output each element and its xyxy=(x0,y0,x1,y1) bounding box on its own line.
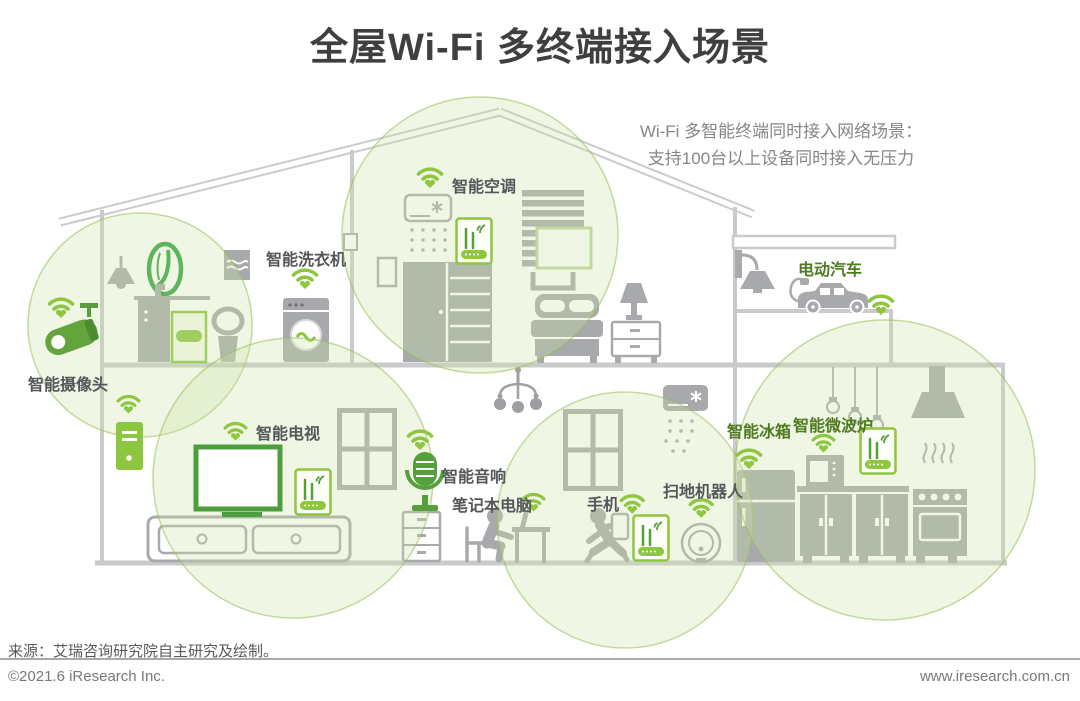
microwave-icon xyxy=(806,455,844,488)
stove-icon xyxy=(913,489,967,563)
footer-divider xyxy=(0,658,1080,660)
smart-tv-icon xyxy=(193,444,283,517)
iresearch-logo xyxy=(146,241,184,297)
chandelier-icon xyxy=(494,367,542,413)
smart-camera-icon xyxy=(45,303,99,356)
wifi-icon xyxy=(291,268,319,291)
smart-speaker-icon xyxy=(405,452,445,511)
light-switch-icon xyxy=(343,233,358,251)
phone-icon xyxy=(610,512,630,541)
router-icon xyxy=(294,468,332,516)
label-smart-camera: 智能摄像头 xyxy=(28,377,109,394)
page-title: 全屋Wi-Fi 多终端接入场景 xyxy=(309,27,771,69)
range-hood-icon xyxy=(911,366,965,464)
kitchen-cabinets-icon xyxy=(797,486,909,563)
annotation: Wi-Fi 多智能终端同时接入网络场景： 支持100台以上设备同时接入无压力 xyxy=(622,118,940,172)
sink-icon xyxy=(134,284,210,364)
source-note: 来源：艾瑞咨询研究院自主研究及绘制。 xyxy=(8,643,279,660)
electric-car-icon xyxy=(789,277,868,315)
annotation-line1: Wi-Fi 多智能终端同时接入网络场景： xyxy=(639,122,923,141)
nightstand-icon xyxy=(610,283,662,363)
router-icon xyxy=(455,217,493,265)
label-robot-vacuum: 扫地机器人 xyxy=(663,484,744,501)
router-icon xyxy=(632,514,670,562)
label-laptop: 笔记本电脑 xyxy=(452,498,533,515)
coverage-circle xyxy=(496,391,754,649)
label-smart-ac: 智能空调 xyxy=(452,179,517,196)
tv-stand-icon xyxy=(146,515,352,563)
intercom-icon xyxy=(116,422,143,470)
furniture xyxy=(107,190,967,564)
robot-vacuum-icon xyxy=(680,522,722,564)
smart-devices xyxy=(45,167,897,562)
bathroom-lamp-icon xyxy=(107,256,135,289)
annotation-line2: 支持100台以上设备同时接入无压力 xyxy=(647,149,915,168)
label-smart-washer: 智能洗衣机 xyxy=(266,252,347,269)
person-at-desk-icon xyxy=(465,508,550,563)
picture-frame xyxy=(535,226,593,270)
toilet-icon xyxy=(211,306,245,362)
label-smart-fridge: 智能冰箱 xyxy=(727,424,792,441)
website-url: www.iresearch.com.cn xyxy=(919,668,1070,685)
wardrobe-icon xyxy=(403,262,492,362)
smart-ac-icon xyxy=(403,193,453,252)
wall-panel-icon xyxy=(376,256,398,288)
bed-icon xyxy=(531,294,603,363)
garage-lamp-icon xyxy=(735,250,775,293)
copyright: ©2021.6 iResearch Inc. xyxy=(8,668,165,685)
label-phone: 手机 xyxy=(587,497,620,514)
dresser-icon xyxy=(401,510,442,563)
label-smart-microwave: 智能微波炉 xyxy=(793,418,874,435)
label-electric-car: 电动汽车 xyxy=(798,262,863,279)
label-smart-speaker: 智能音响 xyxy=(442,469,507,486)
label-smart-tv: 智能电视 xyxy=(256,426,321,443)
ceiling-ac-icon xyxy=(663,385,708,453)
